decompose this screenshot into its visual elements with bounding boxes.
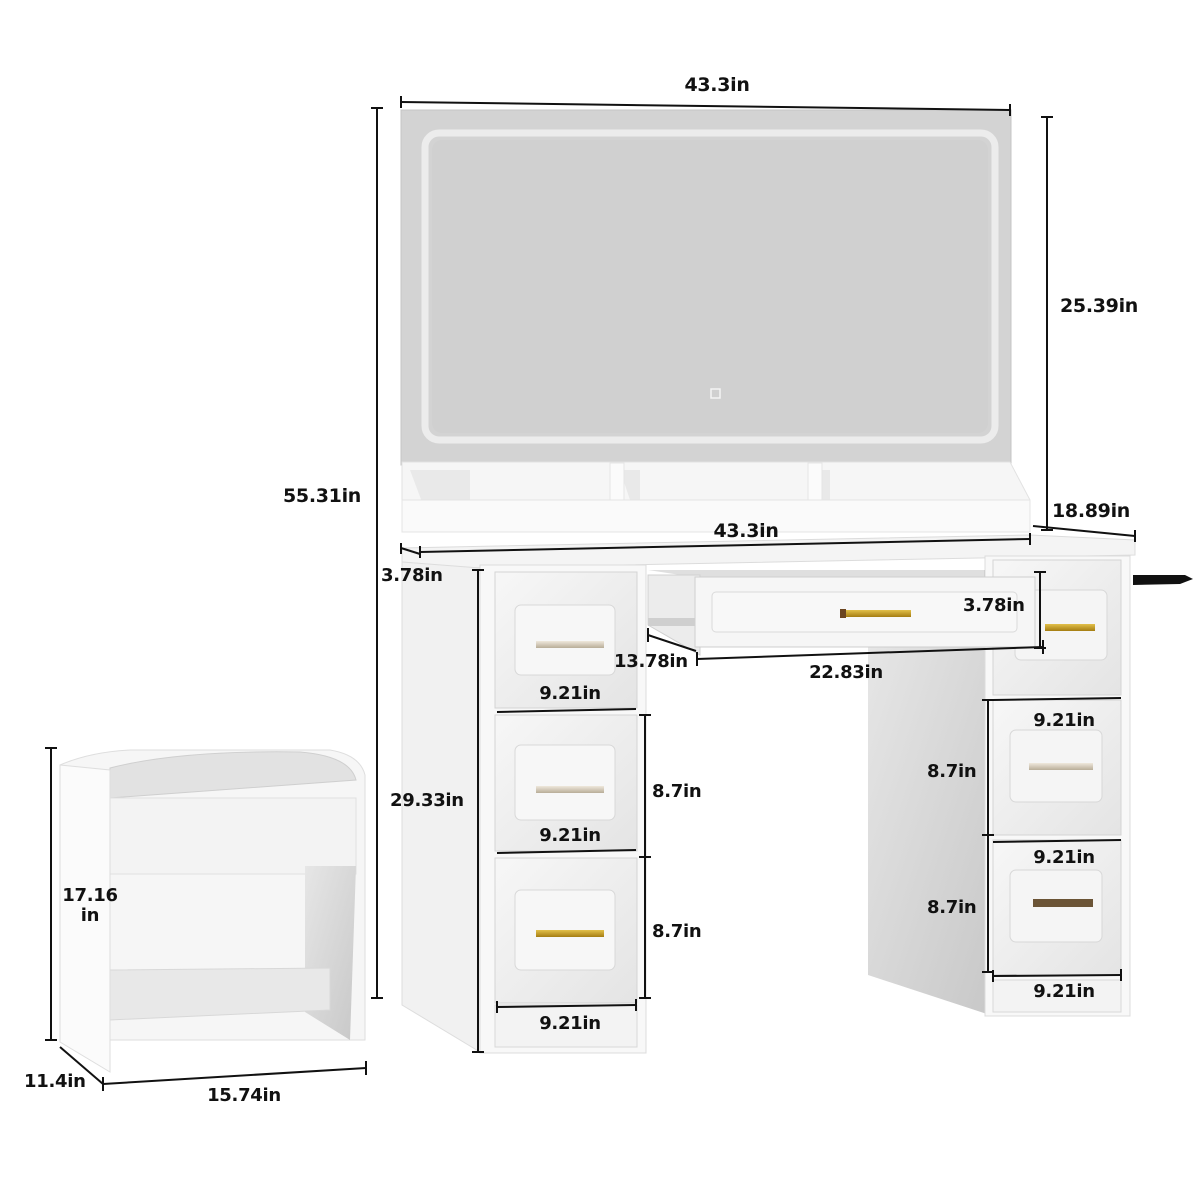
vanity-stool bbox=[59, 749, 366, 1073]
right-drawer-1-width-label: 9.21in bbox=[1033, 710, 1095, 731]
led-mirror bbox=[400, 109, 1012, 466]
touch-sensor-icon bbox=[710, 388, 721, 399]
center-drawer bbox=[647, 570, 1036, 656]
left-drawer-3-width-label: 9.21in bbox=[539, 1013, 601, 1034]
right-drawer-3-width-label: 9.21in bbox=[1033, 981, 1095, 1002]
desk-depth-label: 18.89in bbox=[1052, 500, 1131, 522]
stool-height-label: 17.16 in bbox=[62, 886, 118, 926]
right-cabinet-side bbox=[868, 640, 990, 1015]
left-drawer-3-height-label: 8.7in bbox=[652, 921, 702, 942]
center-drawer-depth-label: 13.78in bbox=[614, 651, 688, 672]
stool-height-value: 17.16 bbox=[62, 885, 118, 906]
stool-height-unit: in bbox=[80, 904, 100, 926]
shelf-depth-label: 3.78in bbox=[381, 565, 443, 586]
desk-height-label: 29.33in bbox=[390, 790, 464, 811]
right-drawer-2-height-label: 8.7in bbox=[927, 761, 977, 782]
right-drawer-2-width-label: 9.21in bbox=[1033, 847, 1095, 868]
total-height-label: 55.31in bbox=[283, 485, 362, 507]
left-drawer-2-width-label: 9.21in bbox=[539, 825, 601, 846]
mirror-height-label: 25.39in bbox=[1060, 295, 1139, 317]
desk-width-label: 43.3in bbox=[713, 520, 779, 542]
mirror-width-label: 43.3in bbox=[684, 74, 750, 96]
dimension-lines bbox=[45, 96, 1136, 1091]
left-cabinet bbox=[401, 561, 647, 1054]
cubby-shelf bbox=[401, 461, 1031, 533]
stool-depth-label: 11.4in bbox=[24, 1071, 86, 1092]
center-drawer-width-label: 22.83in bbox=[809, 662, 883, 683]
headphone-hook-icon bbox=[1133, 575, 1193, 585]
left-drawer-1-width-label: 9.21in bbox=[539, 683, 601, 704]
center-drawer-height-label: 3.78in bbox=[963, 595, 1025, 616]
right-drawer-3-height-label: 8.7in bbox=[927, 897, 977, 918]
left-drawer-2-height-label: 8.7in bbox=[652, 781, 702, 802]
stool-width-label: 15.74in bbox=[207, 1085, 281, 1106]
